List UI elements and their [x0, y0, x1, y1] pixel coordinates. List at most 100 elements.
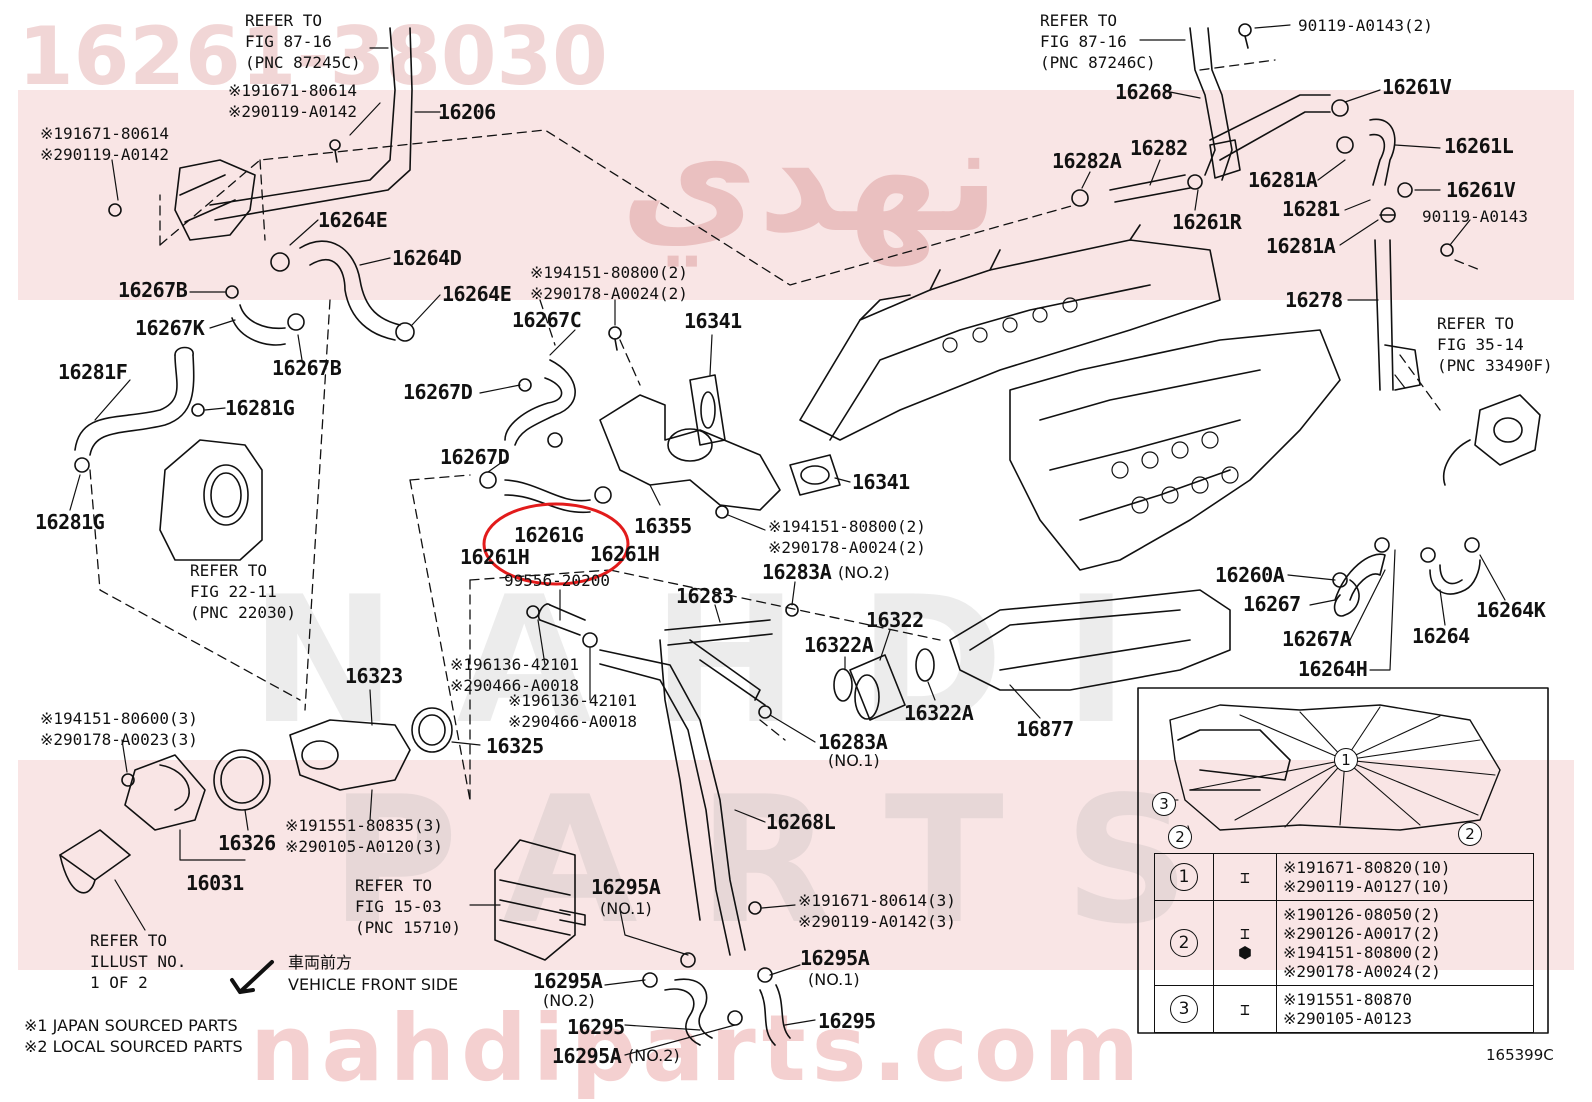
legend-number: 3 — [1170, 995, 1198, 1023]
part-label-16261G[interactable]: 16261G — [514, 523, 584, 547]
part-label-16264[interactable]: 16264 — [1412, 624, 1470, 648]
part-label-16264H[interactable]: 16264H — [1298, 657, 1368, 681]
part-label-16322A[interactable]: 16322A — [904, 701, 974, 725]
part-label-16282[interactable]: 16282 — [1130, 136, 1188, 160]
inset-bubble-2-left: 2 — [1168, 825, 1192, 849]
part-label-16261V[interactable]: 16261V — [1446, 178, 1516, 202]
legend-number: 1 — [1170, 863, 1198, 891]
part-label-16261L[interactable]: 16261L — [1444, 134, 1514, 158]
footnote-japan-sourced: ※1 JAPAN SOURCED PARTS — [24, 1016, 238, 1035]
qualifier-no1: (NO.1) — [828, 751, 880, 770]
part-label-16322[interactable]: 16322 — [866, 608, 924, 632]
part-label-16295A[interactable]: 16295A — [552, 1044, 622, 1068]
part-label-16278[interactable]: 16278 — [1285, 288, 1343, 312]
fastener-note: ※196136-42101 ※290466-A0018 — [450, 655, 579, 695]
qualifier-no2: (NO.2) — [628, 1046, 680, 1065]
fastener-note: ※191671-80614 ※290119-A0142 — [228, 81, 357, 121]
bolt-icon: ⌶ — [1240, 867, 1250, 887]
reference-note: REFER TO ILLUST NO. 1 OF 2 — [90, 931, 187, 992]
part-label-16281[interactable]: 16281 — [1282, 197, 1340, 221]
part-label-16267A[interactable]: 16267A — [1282, 627, 1352, 651]
reference-note: REFER TO FIG 87-16 (PNC 87246C) — [1040, 11, 1156, 72]
part-label-16261R[interactable]: 16261R — [1172, 210, 1242, 234]
part-label-16264D[interactable]: 16264D — [392, 246, 462, 270]
legend-row: 1 ⌶ ※191671-80820(10) ※290119-A0127(10) — [1154, 853, 1534, 901]
part-label-16341[interactable]: 16341 — [684, 309, 742, 333]
part-label-16264E[interactable]: 16264E — [318, 208, 388, 232]
part-label-16261H[interactable]: 16261H — [460, 545, 530, 569]
qualifier-no2: (NO.2) — [838, 563, 890, 582]
part-label-16268L[interactable]: 16268L — [766, 810, 836, 834]
reference-note: REFER TO FIG 87-16 (PNC 87245C) — [245, 11, 361, 72]
part-label-16264E[interactable]: 16264E — [442, 282, 512, 306]
fastener-note: ※196136-42101 ※290466-A0018 — [508, 691, 637, 731]
watermark-parts: PARTS — [330, 760, 1250, 963]
part-label-16325[interactable]: 16325 — [486, 734, 544, 758]
direction-english: VEHICLE FRONT SIDE — [288, 975, 459, 994]
legend-codes: ※191671-80820(10) ※290119-A0127(10) — [1276, 853, 1534, 901]
part-label-16877[interactable]: 16877 — [1016, 717, 1074, 741]
fastener-note: ※191671-80614(3) ※290119-A0142(3) — [798, 891, 956, 931]
part-label-16267D[interactable]: 16267D — [403, 380, 473, 404]
part-label-16260A[interactable]: 16260A — [1215, 563, 1285, 587]
footnote-local-sourced: ※2 LOCAL SOURCED PARTS — [24, 1037, 243, 1056]
part-label-16326[interactable]: 16326 — [218, 831, 276, 855]
fastener-note: 90119-A0143(2) — [1298, 16, 1433, 35]
part-label-16267K[interactable]: 16267K — [135, 316, 205, 340]
part-label-16295A[interactable]: 16295A — [591, 875, 661, 899]
part-label-16031[interactable]: 16031 — [186, 871, 244, 895]
part-label-16355[interactable]: 16355 — [634, 514, 692, 538]
part-label-16261H[interactable]: 16261H — [590, 542, 660, 566]
legend-codes: ※191551-80870 ※290105-A0123 — [1276, 985, 1534, 1033]
part-label-16267C[interactable]: 16267C — [512, 308, 582, 332]
part-label-16323[interactable]: 16323 — [345, 664, 403, 688]
part-label-16267B[interactable]: 16267B — [118, 278, 188, 302]
direction-japanese: 車両前方 — [288, 953, 353, 972]
qualifier-no2: (NO.2) — [543, 991, 595, 1010]
part-label-16322A[interactable]: 16322A — [804, 633, 874, 657]
part-label-16267[interactable]: 16267 — [1243, 592, 1301, 616]
part-label-16268[interactable]: 16268 — [1115, 80, 1173, 104]
inset-bubble-2-right: 2 — [1458, 822, 1482, 846]
part-label-16261V[interactable]: 16261V — [1382, 75, 1452, 99]
watermark-arabic: نهدي — [620, 92, 1000, 266]
part-label-16295A[interactable]: 16295A — [533, 969, 603, 993]
watermark-nahdi: NAHDI — [250, 560, 1189, 763]
part-label-16281F[interactable]: 16281F — [58, 360, 128, 384]
part-label-16282A[interactable]: 16282A — [1052, 149, 1122, 173]
watermark-url: nahdiparts.com — [250, 995, 1146, 1102]
reference-note: REFER TO FIG 15-03 (PNC 15710) — [355, 876, 461, 937]
part-label-16281A[interactable]: 16281A — [1266, 234, 1336, 258]
part-label-16283A[interactable]: 16283A — [762, 560, 832, 584]
qualifier-no1: (NO.1) — [808, 970, 860, 989]
part-label-16295A[interactable]: 16295A — [800, 946, 870, 970]
legend-codes: ※190126-08050(2) ※290126-A0017(2) ※19415… — [1276, 900, 1534, 986]
inset-bubble-1: 1 — [1334, 748, 1358, 772]
fastener-note: ※191551-80835(3) ※290105-A0120(3) — [285, 816, 443, 856]
part-label-16281G[interactable]: 16281G — [225, 396, 295, 420]
part-label-16281A[interactable]: 16281A — [1248, 168, 1318, 192]
stud-and-nut-icon: ⌶⬢ — [1238, 924, 1252, 962]
part-label-16264K[interactable]: 16264K — [1476, 598, 1546, 622]
part-label-99556-20200[interactable]: 99556-20200 — [504, 571, 610, 590]
part-label-16341[interactable]: 16341 — [852, 470, 910, 494]
qualifier-no1: (NO.1) — [600, 899, 652, 918]
diagram-id: 165399C — [1486, 1046, 1554, 1064]
legend-number: 2 — [1170, 929, 1198, 957]
fastener-note: ※194151-80800(2) ※290178-A0024(2) — [530, 263, 688, 303]
part-label-16295[interactable]: 16295 — [567, 1015, 625, 1039]
part-label-16295[interactable]: 16295 — [818, 1009, 876, 1033]
watermark-part-number: 16261-38030 — [18, 10, 608, 103]
part-label-16267D[interactable]: 16267D — [440, 445, 510, 469]
part-label-16206[interactable]: 16206 — [438, 100, 496, 124]
part-label-16267B[interactable]: 16267B — [272, 356, 342, 380]
fastener-note: ※194151-80800(2) ※290178-A0024(2) — [768, 517, 926, 557]
flange-bolt-icon: ⌶ — [1240, 999, 1250, 1019]
part-label-16283[interactable]: 16283 — [676, 584, 734, 608]
part-label-16283A[interactable]: 16283A — [818, 730, 888, 754]
legend-row: 2 ⌶⬢ ※190126-08050(2) ※290126-A0017(2) ※… — [1154, 900, 1534, 986]
fastener-note: ※191671-80614 ※290119-A0142 — [40, 124, 169, 164]
part-label-16281G[interactable]: 16281G — [35, 510, 105, 534]
